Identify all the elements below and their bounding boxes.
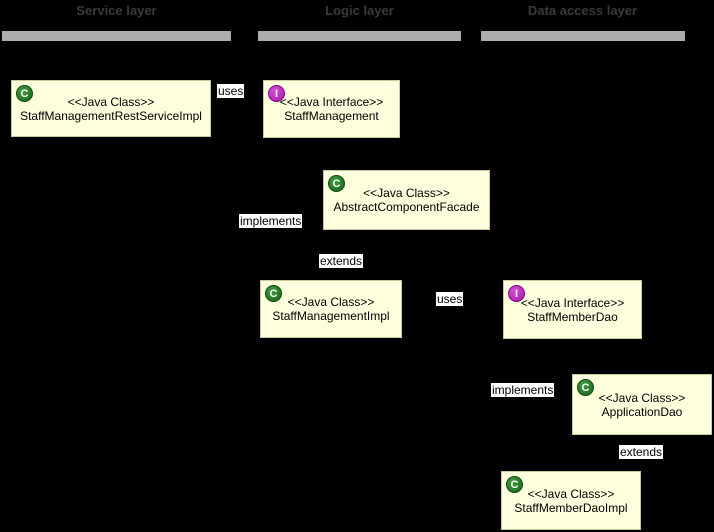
- stereotype-label: <<Java Class>>: [527, 486, 615, 501]
- class-badge-icon: C: [265, 285, 282, 302]
- class-node-staffmanagementimpl[interactable]: C <<Java Class>> StaffManagementImpl: [260, 280, 402, 338]
- interface-name: StaffMemberDao: [527, 309, 618, 324]
- class-badge-icon: C: [506, 476, 523, 493]
- layer-header-data-access: Data access layer: [527, 3, 638, 18]
- edge-label-uses[interactable]: uses: [436, 292, 464, 306]
- interface-node-staffmemberdao[interactable]: I <<Java Interface>> StaffMemberDao: [503, 280, 642, 339]
- layer-bar-service: [2, 31, 231, 41]
- stereotype-label: <<Java Interface>>: [279, 95, 384, 109]
- class-name: StaffManagementImpl: [272, 309, 390, 323]
- edge-label-implements[interactable]: implements: [491, 383, 555, 397]
- stereotype-label: <<Java Class>>: [287, 295, 375, 309]
- class-node-applicationdao[interactable]: C <<Java Class>> ApplicationDao: [572, 374, 712, 435]
- stereotype-label: <<Java Class>>: [598, 390, 686, 405]
- class-badge-icon: C: [328, 175, 345, 192]
- class-name: AbstractComponentFacade: [333, 200, 480, 214]
- layer-bar-data-access: [481, 31, 685, 41]
- edge-label-extends[interactable]: extends: [619, 445, 664, 459]
- interface-badge-icon: I: [508, 285, 525, 302]
- class-node-staffmemberdaoimpl[interactable]: C <<Java Class>> StaffMemberDaoImpl: [501, 471, 641, 530]
- layer-bar-logic: [258, 31, 461, 41]
- interface-node-staffmanagement[interactable]: I <<Java Interface>> StaffManagement: [263, 80, 400, 138]
- stereotype-label: <<Java Class>>: [67, 94, 155, 109]
- class-node-staffmanagementrestserviceimpl[interactable]: C <<Java Class>> StaffManagementRestServ…: [11, 80, 211, 137]
- edge-label-extends[interactable]: extends: [319, 254, 364, 268]
- class-badge-icon: C: [577, 379, 594, 396]
- layer-header-logic: Logic layer: [325, 3, 394, 18]
- class-badge-icon: C: [16, 85, 33, 102]
- edge-label-implements[interactable]: implements: [239, 214, 303, 228]
- edge-label-uses[interactable]: uses: [217, 84, 245, 98]
- layer-header-service: Service layer: [76, 3, 157, 18]
- class-name: StaffMemberDaoImpl: [514, 500, 628, 515]
- class-name: ApplicationDao: [601, 404, 683, 419]
- stereotype-label: <<Java Interface>>: [520, 295, 625, 310]
- interface-badge-icon: I: [268, 85, 285, 102]
- stereotype-label: <<Java Class>>: [363, 186, 450, 200]
- interface-name: StaffManagement: [284, 109, 379, 123]
- class-name: StaffManagementRestServiceImpl: [20, 108, 202, 123]
- class-node-abstractcomponentfacade[interactable]: C <<Java Class>> AbstractComponentFacade: [323, 170, 490, 230]
